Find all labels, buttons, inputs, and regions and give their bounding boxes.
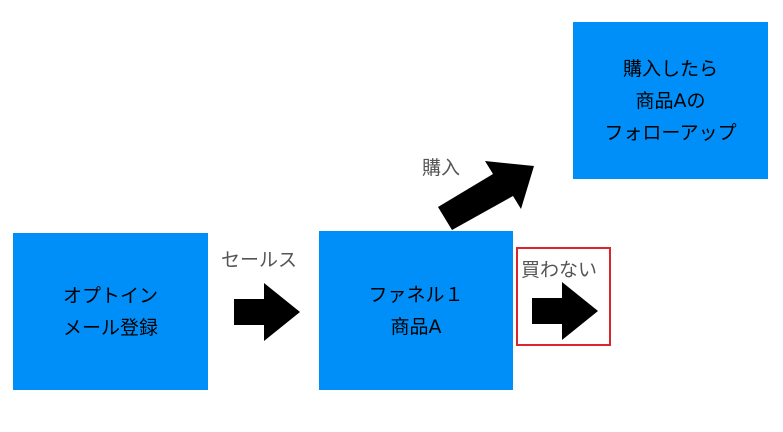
followup-node-line2: 商品Aの	[635, 89, 706, 112]
funnel-node-line1: ファネル１	[368, 283, 464, 306]
buy-edge-label: 購入	[422, 157, 461, 179]
followup-node: 購入したら 商品Aの フォローアップ	[573, 22, 768, 179]
followup-node-line1: 購入したら	[622, 57, 718, 80]
no-buy-edge-label: 買わない	[521, 259, 598, 281]
followup-node-line3: フォローアップ	[604, 121, 737, 144]
right-arrow-icon	[234, 283, 300, 341]
up-right-arrow-icon	[438, 161, 534, 230]
optin-node-line1: オプトイン	[62, 284, 158, 307]
no-buy-highlight	[516, 247, 611, 346]
funnel-node-line2: 商品A	[390, 315, 442, 338]
optin-node: オプトイン メール登録	[13, 233, 208, 390]
right-arrow-icon	[532, 282, 598, 340]
funnel-node: ファネル１ 商品A	[319, 231, 513, 390]
optin-node-line2: メール登録	[62, 316, 158, 339]
sales-edge-label: セールス	[221, 249, 298, 271]
